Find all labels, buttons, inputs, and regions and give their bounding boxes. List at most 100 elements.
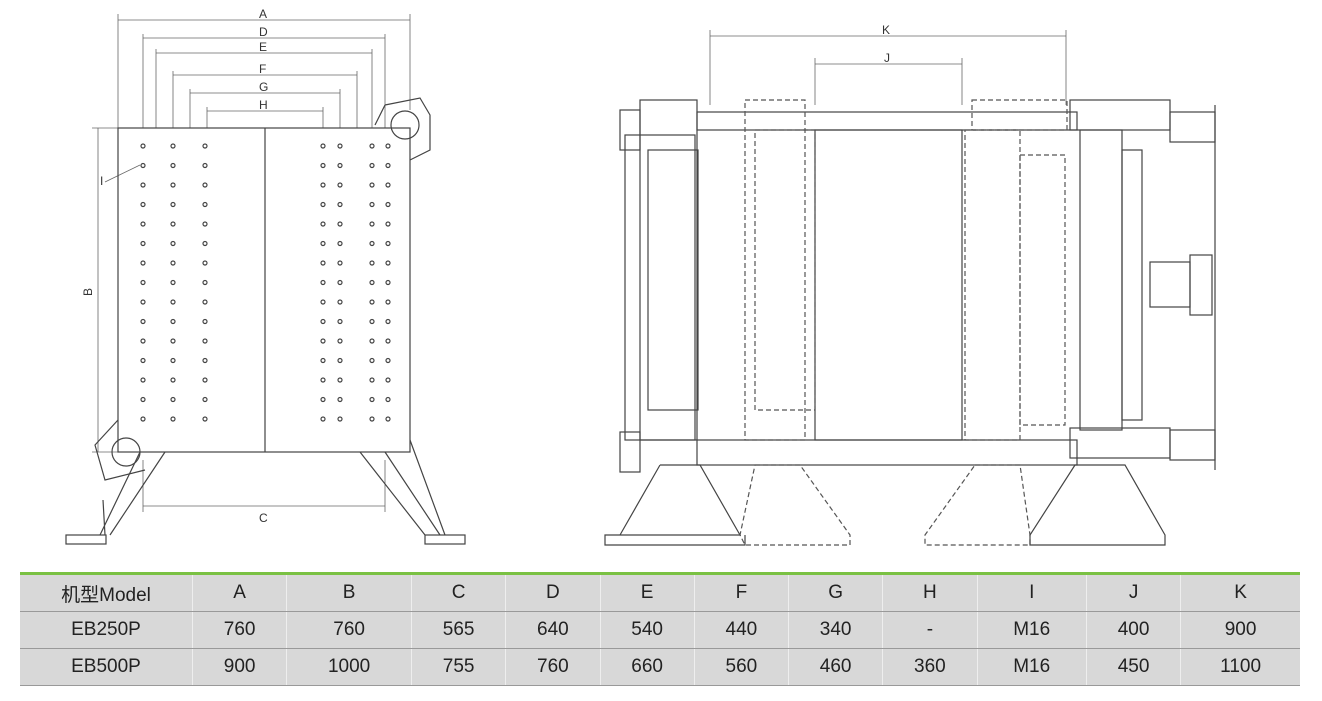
technical-drawing: A D E F G H B I C K J xyxy=(65,7,1216,546)
table-cell: 460 xyxy=(787,648,883,686)
bolt-hole xyxy=(369,377,375,383)
label-f: F xyxy=(259,62,266,76)
dimension-lines xyxy=(92,14,1067,512)
bolt-hole xyxy=(385,260,391,266)
bolt-hole xyxy=(337,201,343,208)
bolt-hole xyxy=(170,221,176,227)
column-header: B xyxy=(286,573,412,612)
table-cell: 900 xyxy=(1180,611,1300,649)
bolt-hole xyxy=(140,260,146,266)
label-b: B xyxy=(81,288,95,296)
bolt-hole xyxy=(320,299,326,305)
table-cell: 900 xyxy=(191,648,287,686)
bolt-hole xyxy=(202,318,208,325)
bolt-hole xyxy=(337,221,343,227)
bolt-hole xyxy=(385,357,391,364)
bolt-hole xyxy=(337,182,343,188)
table-cell: M16 xyxy=(976,611,1087,649)
column-header: K xyxy=(1180,573,1300,612)
bolt-hole xyxy=(140,299,146,305)
table-cell: 760 xyxy=(505,648,600,686)
column-header: F xyxy=(693,573,789,612)
bolt-hole xyxy=(170,396,176,403)
bolt-hole xyxy=(202,338,208,344)
bolt-hole xyxy=(140,201,146,208)
bolt-hole xyxy=(202,357,208,364)
bolt-hole xyxy=(320,318,326,325)
bolt-hole xyxy=(140,221,146,227)
bolt-hole xyxy=(202,279,208,286)
bolt-hole xyxy=(202,182,208,188)
bolt-hole xyxy=(170,279,176,286)
bolt-hole xyxy=(140,396,146,403)
table-cell: 1100 xyxy=(1180,648,1300,686)
bolt-hole xyxy=(202,299,208,305)
machine-side-view xyxy=(604,99,1216,546)
column-header: G xyxy=(787,573,883,612)
bolt-hole xyxy=(320,240,326,247)
table-cell: 560 xyxy=(693,648,789,686)
bolt-hole xyxy=(337,299,343,305)
bolt-hole xyxy=(170,318,176,325)
bolt-hole xyxy=(320,221,326,227)
label-a: A xyxy=(259,7,267,21)
bolt-hole xyxy=(140,279,146,286)
bolt-hole xyxy=(320,279,326,286)
bolt-hole xyxy=(369,357,375,364)
bolt-hole xyxy=(385,338,391,344)
column-header: I xyxy=(976,573,1087,612)
bolt-hole xyxy=(337,240,343,247)
bolt-hole xyxy=(337,279,343,286)
bolt-hole xyxy=(140,143,146,149)
bolt-hole xyxy=(369,162,375,169)
table-cell: 760 xyxy=(191,611,287,649)
bolt-hole xyxy=(385,318,391,325)
bolt-hole xyxy=(369,279,375,286)
bolt-hole xyxy=(369,201,375,208)
bolt-hole xyxy=(369,318,375,325)
bolt-hole xyxy=(369,299,375,305)
table-cell: 565 xyxy=(410,611,506,649)
bolt-hole xyxy=(140,162,146,169)
label-j: J xyxy=(884,51,890,65)
bolt-hole xyxy=(170,377,176,383)
bolt-hole xyxy=(337,260,343,266)
bolt-hole xyxy=(337,377,343,383)
bolt-hole xyxy=(385,279,391,286)
bolt-hole xyxy=(385,240,391,247)
bolt-hole xyxy=(320,201,326,208)
bolt-hole xyxy=(337,318,343,325)
bolt-hole xyxy=(320,182,326,188)
table-cell: 400 xyxy=(1085,611,1181,649)
bolt-hole xyxy=(337,143,343,149)
label-g: G xyxy=(259,80,268,94)
label-h: H xyxy=(259,98,268,112)
bolt-hole xyxy=(320,396,326,403)
column-header: A xyxy=(191,573,287,612)
bolt-hole xyxy=(202,201,208,208)
bolt-hole xyxy=(369,416,375,422)
dimension-labels: A D E F G H B I C K J xyxy=(81,7,890,525)
table-cell: 755 xyxy=(410,648,506,686)
bolt-hole xyxy=(385,377,391,383)
bolt-hole xyxy=(140,182,146,188)
table-cell: 360 xyxy=(882,648,977,686)
column-header: C xyxy=(410,573,506,612)
table-cell: 340 xyxy=(787,611,883,649)
bolt-hole xyxy=(320,377,326,383)
bolt-hole xyxy=(202,377,208,383)
bolt-hole xyxy=(337,416,343,422)
table-cell: 640 xyxy=(505,611,600,649)
bolt-hole xyxy=(170,201,176,208)
bolt-hole xyxy=(170,240,176,247)
bolt-hole xyxy=(369,260,375,266)
bolt-hole xyxy=(202,221,208,227)
bolt-hole xyxy=(202,396,208,403)
label-e: E xyxy=(259,40,267,54)
table-cell: 440 xyxy=(693,611,789,649)
column-header: J xyxy=(1085,573,1181,612)
